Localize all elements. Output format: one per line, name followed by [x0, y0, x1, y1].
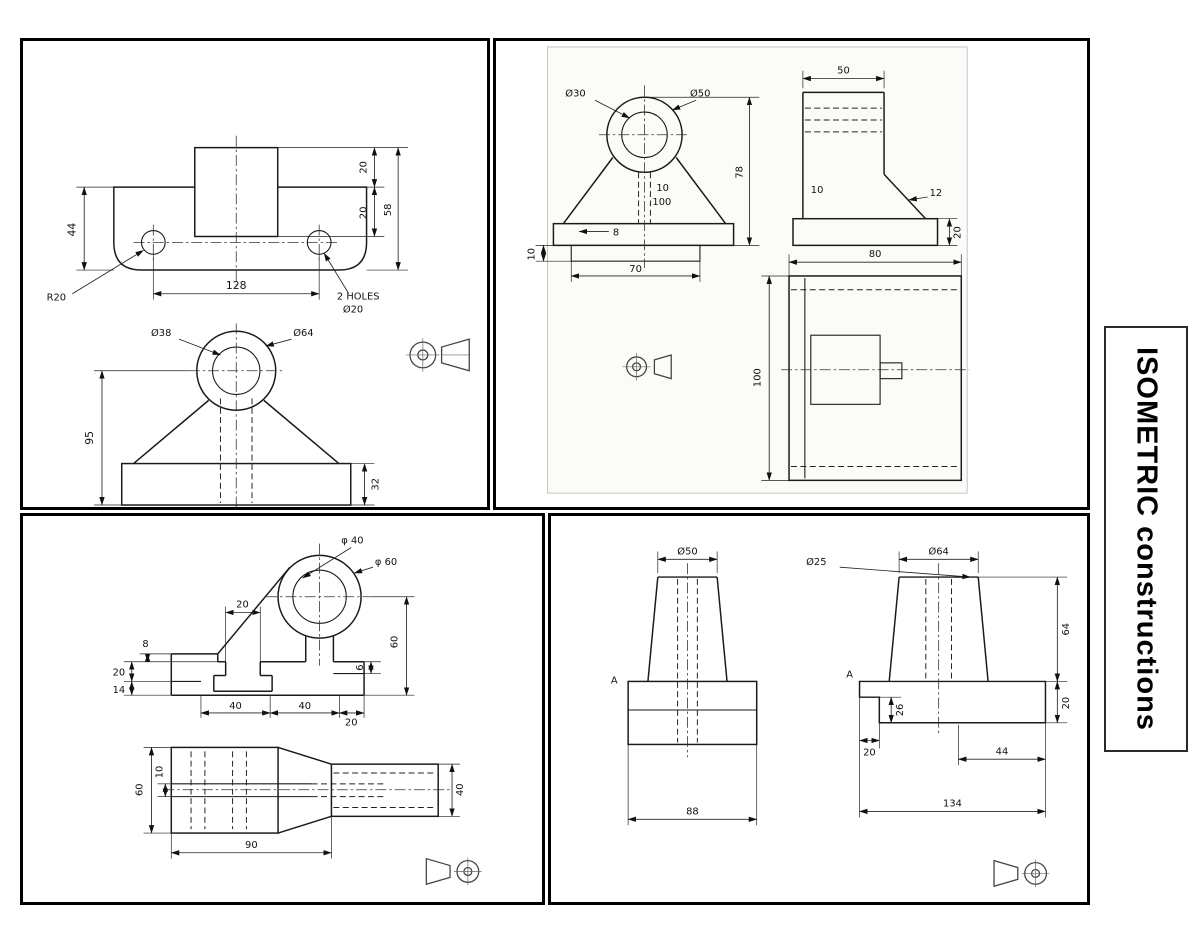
dim-70: 70: [629, 264, 642, 275]
note-hole-dia: Ø20: [343, 304, 363, 316]
dim-134: 134: [943, 799, 962, 810]
dim-20-left: 20: [113, 668, 126, 679]
dim-dia64: Ø64: [293, 327, 313, 339]
orthographic-drawing-3: φ 40 φ 60 20 8 20 14 40 40 20 6 60: [113, 536, 482, 886]
right-view-dimensions: Ø64 Ø25 A 64 20 26 20 44 134: [806, 545, 1072, 818]
dim-40-a: 40: [229, 701, 242, 712]
dim-95: 95: [83, 431, 96, 445]
dim-20-lower: 20: [359, 207, 370, 220]
dim-dia64: Ø64: [928, 545, 948, 557]
dim-100-note: 100: [652, 197, 671, 208]
dim-78: 78: [734, 166, 745, 179]
projection-symbol-icon: [993, 859, 1050, 888]
projection-symbol-icon: [622, 352, 672, 381]
dim-8-lip: 8: [142, 639, 148, 650]
left-view: [627, 563, 758, 758]
plan-view: [113, 135, 368, 290]
dim-10-slot: 10: [154, 766, 165, 779]
dim-dia50: Ø50: [690, 87, 710, 99]
plan-view: [163, 746, 451, 834]
dim-10-wall: 10: [811, 185, 824, 196]
dim-dia30: Ø30: [565, 87, 585, 99]
dim-12: 12: [930, 188, 943, 199]
dim-20-base: 20: [952, 226, 963, 239]
dim-14-left: 14: [113, 685, 126, 696]
dim-dia38: Ø38: [151, 327, 171, 339]
dim-26: 26: [895, 704, 906, 717]
dim-32: 32: [370, 478, 381, 491]
drawing-panel-top-right: Ø30 Ø50 10 100 8 78 10 70 50 10: [493, 38, 1090, 510]
section-label-a-right: A: [846, 670, 853, 681]
dim-phi60: φ 60: [375, 557, 397, 568]
dim-90: 90: [245, 840, 258, 851]
dim-58: 58: [383, 204, 394, 217]
dim-r20: R20: [47, 293, 66, 304]
sheet-title-box: ISOMETRIC constructions: [1104, 326, 1188, 752]
dim-44: 44: [996, 746, 1009, 757]
dim-20-top: 20: [236, 600, 249, 611]
dim-20-upper: 20: [359, 161, 370, 174]
plan-view-dimensions: 60 10 40 90: [135, 746, 466, 859]
dim-50-width: 50: [837, 66, 850, 77]
dim-44: 44: [65, 223, 78, 237]
dim-20-height: 20: [1061, 697, 1072, 710]
left-view-dimensions: Ø50 A 88: [611, 545, 758, 826]
side-view: [792, 91, 939, 247]
bottom-view: [781, 275, 970, 482]
dim-8: 8: [613, 228, 619, 239]
dim-20-notch: 20: [863, 747, 876, 758]
note-2holes: 2 HOLES: [337, 292, 380, 303]
orthographic-drawing-1: 44 20 20 58 128 R20 2 HOLES Ø20 Ø38: [47, 135, 470, 507]
dim-64-height: 64: [1061, 623, 1072, 636]
bottom-view-dimensions: 80 100: [752, 249, 962, 481]
side-view-dimensions: 50 10 12 20: [802, 66, 963, 246]
dim-128: 128: [226, 279, 247, 292]
dim-100: 100: [752, 368, 763, 387]
front-view-dimensions: φ 40 φ 60 20 8 20 14 40 40 20 6 60: [113, 536, 415, 729]
front-view-dimensions: Ø30 Ø50 10 100 8 78 10 70: [527, 87, 760, 282]
section-label-a-left: A: [611, 675, 618, 686]
orthographic-drawing-2: Ø30 Ø50 10 100 8 78 10 70 50 10: [527, 46, 970, 494]
drawing-panel-bottom-left: φ 40 φ 60 20 8 20 14 40 40 20 6 60: [20, 513, 545, 905]
right-view: [858, 563, 1047, 735]
front-view: [120, 323, 352, 507]
dim-10-step: 10: [527, 248, 538, 261]
projection-symbol-icon: [425, 857, 482, 886]
drawing-panel-bottom-right: Ø50 A 88 Ø64 Ø25 A 64 20 26: [548, 513, 1090, 905]
dim-88: 88: [686, 806, 699, 817]
projection-symbol-icon: [406, 338, 470, 372]
plan-view-dimensions: 44 20 20 58 128 R20 2 HOLES Ø20: [47, 147, 409, 316]
scan-background: [546, 46, 968, 494]
sheet-title: ISOMETRIC constructions: [1130, 347, 1163, 731]
dim-40-b: 40: [298, 701, 311, 712]
orthographic-drawing-4: Ø50 A 88 Ø64 Ø25 A 64 20 26: [611, 545, 1072, 888]
drawing-panel-top-left: 44 20 20 58 128 R20 2 HOLES Ø20 Ø38: [20, 38, 490, 510]
dim-60-plan: 60: [135, 783, 146, 796]
dim-20-bottom: 20: [345, 718, 358, 729]
dim-60-height: 60: [390, 636, 401, 649]
dim-40-plan: 40: [455, 783, 466, 796]
dim-80: 80: [869, 249, 882, 260]
dim-6: 6: [355, 665, 366, 671]
dim-dia25: Ø25: [806, 556, 826, 568]
dim-10-slot: 10: [656, 183, 669, 194]
dim-dia50: Ø50: [677, 545, 697, 557]
front-view-dimensions: Ø38 Ø64 95 32: [83, 327, 381, 506]
dim-phi40: φ 40: [341, 536, 363, 547]
front-view: [170, 543, 373, 696]
